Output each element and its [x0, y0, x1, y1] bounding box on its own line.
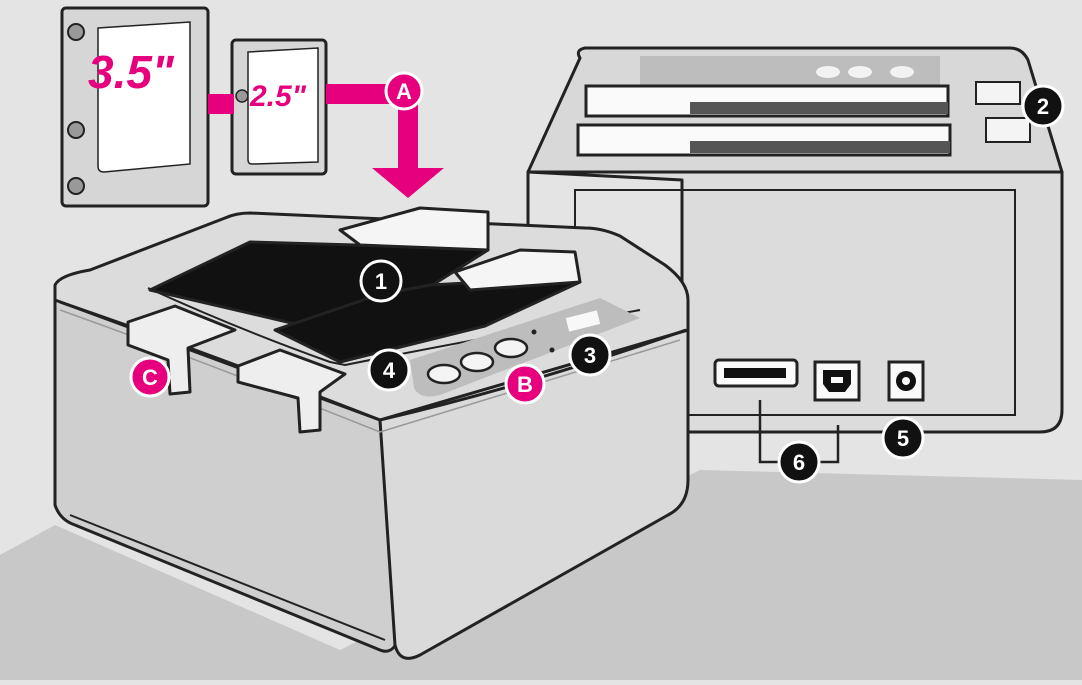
led-indicator-icon	[531, 329, 537, 335]
usb-b-port-icon	[813, 360, 861, 402]
svg-text:5: 5	[897, 426, 909, 451]
led-indicator-icon	[890, 66, 914, 78]
led-indicator-icon	[549, 347, 555, 353]
drive-size-35-label: 3.5"	[88, 46, 175, 98]
rear-dock-unit	[526, 46, 1064, 464]
led-window	[565, 310, 601, 332]
callout-5: 5	[881, 416, 925, 460]
clone-button-middle[interactable]	[459, 351, 495, 373]
rear-led-panel	[640, 56, 940, 86]
power-button-icon[interactable]	[493, 337, 529, 359]
svg-text:4: 4	[383, 358, 396, 383]
svg-text:C: C	[142, 365, 158, 390]
clone-button-left[interactable]	[426, 363, 462, 385]
hard-drive-icon: 3.5"	[60, 6, 210, 208]
svg-text:3: 3	[584, 343, 596, 368]
callout-1: 1	[359, 259, 403, 303]
drive-size-25-label: 2.5"	[249, 80, 307, 113]
eject-lever-35[interactable]	[126, 304, 237, 396]
eject-button-rear	[975, 81, 1021, 105]
callout-6: 6	[777, 440, 821, 484]
callout-2: 2	[1021, 84, 1065, 128]
eject-button-rear	[985, 117, 1031, 143]
svg-text:A: A	[396, 79, 412, 104]
led-indicator-icon	[816, 66, 840, 78]
svg-text:B: B	[517, 372, 533, 397]
svg-text:1: 1	[375, 269, 387, 294]
hard-drive-icon: 2.5"	[230, 38, 328, 176]
eject-lever-25[interactable]	[236, 348, 347, 434]
arrow-down-icon	[372, 168, 444, 198]
callout-4: 4	[367, 348, 411, 392]
svg-text:6: 6	[793, 450, 805, 475]
svg-text:2: 2	[1037, 94, 1049, 119]
callout-c: C	[129, 356, 171, 398]
led-indicator-icon	[848, 66, 872, 78]
callout-3: 3	[568, 333, 612, 377]
callout-b: B	[504, 363, 546, 405]
callout-a: A	[384, 71, 424, 111]
